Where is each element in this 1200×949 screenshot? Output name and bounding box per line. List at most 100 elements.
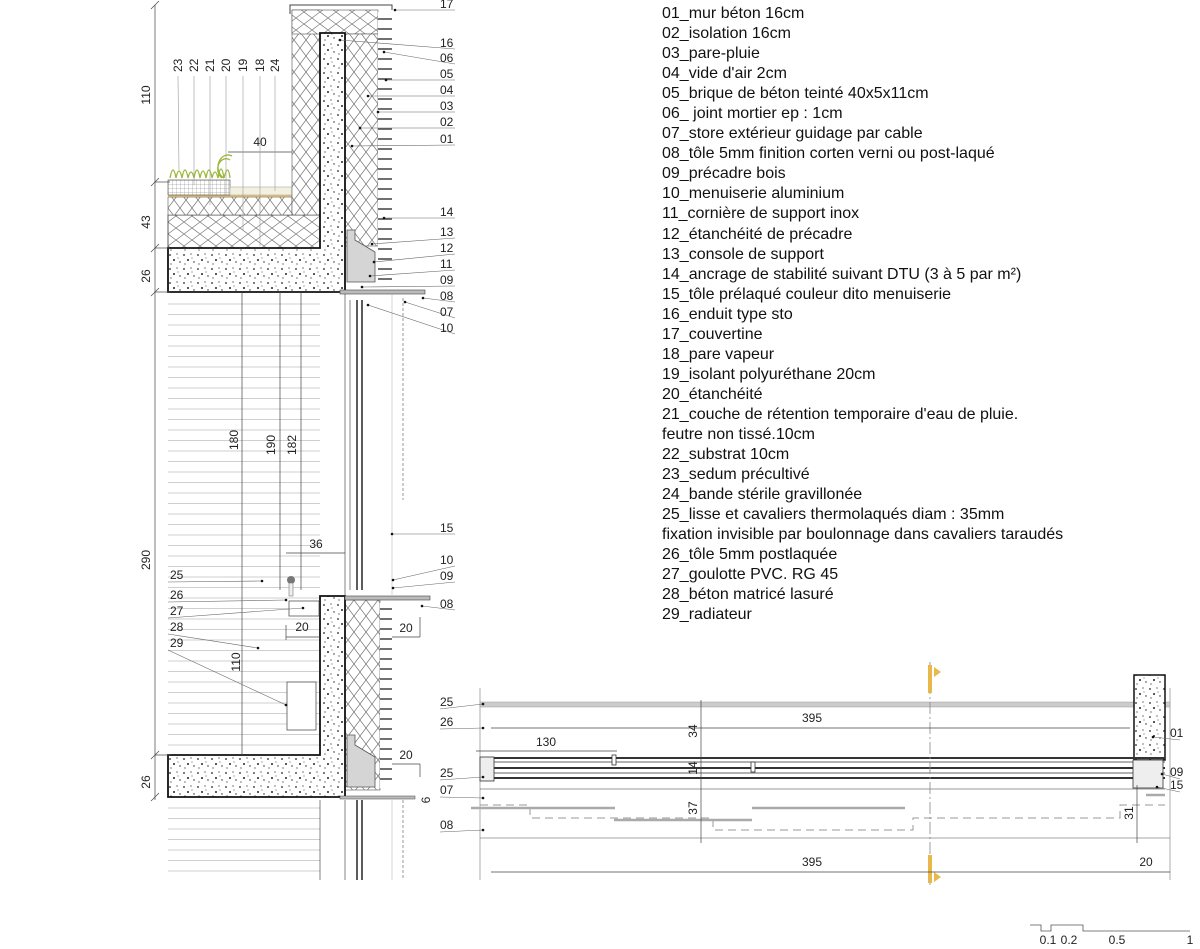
section-left-leader-25-dot [260,579,264,583]
legend-item: 10_menuiserie aluminium [662,185,845,203]
support-console-13 [346,229,376,283]
plan-sill-plates-08 [471,793,1165,822]
section-leader-06-dot [382,50,386,54]
plan-right-leader-09 [1161,773,1181,780]
section-leader-07-dot [403,300,407,304]
legend-item: 06_ joint mortier ep : 1cm [662,105,843,123]
section-leader-08 [421,605,456,611]
dimension-inner-width: 395 [802,711,822,725]
lower-sill-plate [344,595,431,601]
legend-item: 21_couche de rétention temporaire d'eau … [662,405,1019,423]
section-leader-11-dot [368,274,372,278]
dimension-vertical: 43 [139,215,153,229]
dimension-radiator-height: 110 [229,652,243,671]
legend-item: 19_isolant polyuréthane 20cm [662,365,876,383]
plan-right-leader-15 [1156,786,1181,793]
section-leader-16 [339,39,456,50]
dimension-rail-offset: 36 [309,537,323,551]
interior-finish-lower [168,800,320,880]
section-leader-12 [373,253,456,263]
plan-left-leader-25 [439,703,484,710]
gravel-strip-24 [229,186,293,196]
legend-item: 17_couvertine [662,325,763,343]
legend-item: 03_pare-pluie [662,45,760,63]
roof-label-19: 19 [236,58,250,72]
legend-item: 08_tôle 5mm finition corten verni ou pos… [662,145,995,163]
parapet-inner-insulation [291,9,321,216]
section-left-label-25: 25 [170,568,184,582]
dimension-frame-depth: 14 [686,761,700,775]
section-leader-11 [369,269,456,277]
retention-layer-21 [167,196,293,216]
section-leader-05-dot [384,78,388,82]
plan-left-leader-25 [439,776,484,781]
plan-right-leader-01 [1152,736,1181,741]
plan-left-leader-26 [439,727,484,730]
lower-support-console [346,734,376,788]
dimension-overall-width: 395 [802,855,822,869]
legend-item: 24_bande stérile gravillonée [662,486,863,504]
legend-item: 22_substrat 10cm [662,446,790,464]
section-leader-08 [422,297,456,303]
vertical-section [150,0,431,880]
roof-label-20: 20 [219,58,233,72]
section-label-07: 07 [440,305,454,319]
section-leader-01 [351,144,456,147]
legend-item: 20_étanchéité [662,385,763,403]
handrail-25 [287,576,295,584]
legend-item: 18_pare vapeur [662,345,775,363]
section-left-label-28: 28 [170,620,184,634]
section-leader-08-dot [420,604,424,608]
roof-label-21: 21 [203,58,217,72]
dimension-cladding-bottom: 20 [399,748,413,762]
legend-item: 13_console de support [662,245,824,263]
dimension-height: 180 [227,430,241,450]
plan-extension-lines [479,688,1171,880]
section-cut-marker-icon [928,665,941,883]
section-label-05: 05 [440,67,454,81]
section-left-leader-27 [167,607,304,619]
section-label-08: 08 [440,289,454,303]
section-left-leader-29 [167,649,287,706]
plan-left-label-25: 25 [440,695,454,709]
section-label-12: 12 [440,241,454,255]
roof-label-23: 23 [171,58,185,72]
dimension-depth-top: 34 [686,724,700,738]
section-left-leader-29-dot [284,703,288,707]
legend-item: 01_mur béton 16cm [662,5,805,22]
scale-bar-label: 0.1 [1040,933,1057,947]
scale-bar-label: 1 [1187,933,1194,947]
plan-concrete-wall-01 [1133,674,1166,761]
section-leader-10-dot [366,303,370,307]
plan-window-leaves [479,754,1165,790]
dimension-vertical: 110 [139,85,153,104]
plan-handrail-25 [479,701,1171,708]
section-label-06: 06 [440,51,454,65]
dimension-wall-width: 20 [1139,855,1153,869]
section-leader-01-dot [350,144,354,148]
legend-item: 05_brique de béton teinté 40x5x11cm [662,85,929,103]
roof-insulation-19 [167,214,321,249]
legend-item: 09_précadre bois [662,165,786,183]
section-leader-13 [371,237,456,245]
section-left-leader-28 [167,633,259,649]
section-leader-12-dot [372,260,376,264]
substrate-22 [167,179,231,196]
section-left-leader-26-dot [284,598,288,602]
dimension-roof-width: 40 [253,135,267,149]
section-label-09: 09 [440,273,454,287]
section-leader-10-dot [391,578,395,582]
legend-item: 15_tôle prélaqué couleur dito menuiserie [662,285,952,303]
legend-item: 14_ancrage de stabilité suivant DTU (3 à… [662,265,1022,283]
roof-label-18: 18 [253,58,267,72]
lower-head-plate [339,795,416,800]
legend-item: 27_goulotte PVC. RG 45 [662,566,839,584]
section-label-09: 09 [440,569,454,583]
plan-right-leader-09-dot [1160,772,1164,776]
handrail-bracket [288,582,294,597]
plan-left-label-08: 08 [440,818,454,832]
section-label-16: 16 [440,36,454,50]
section-leader-09-dot [360,285,364,289]
